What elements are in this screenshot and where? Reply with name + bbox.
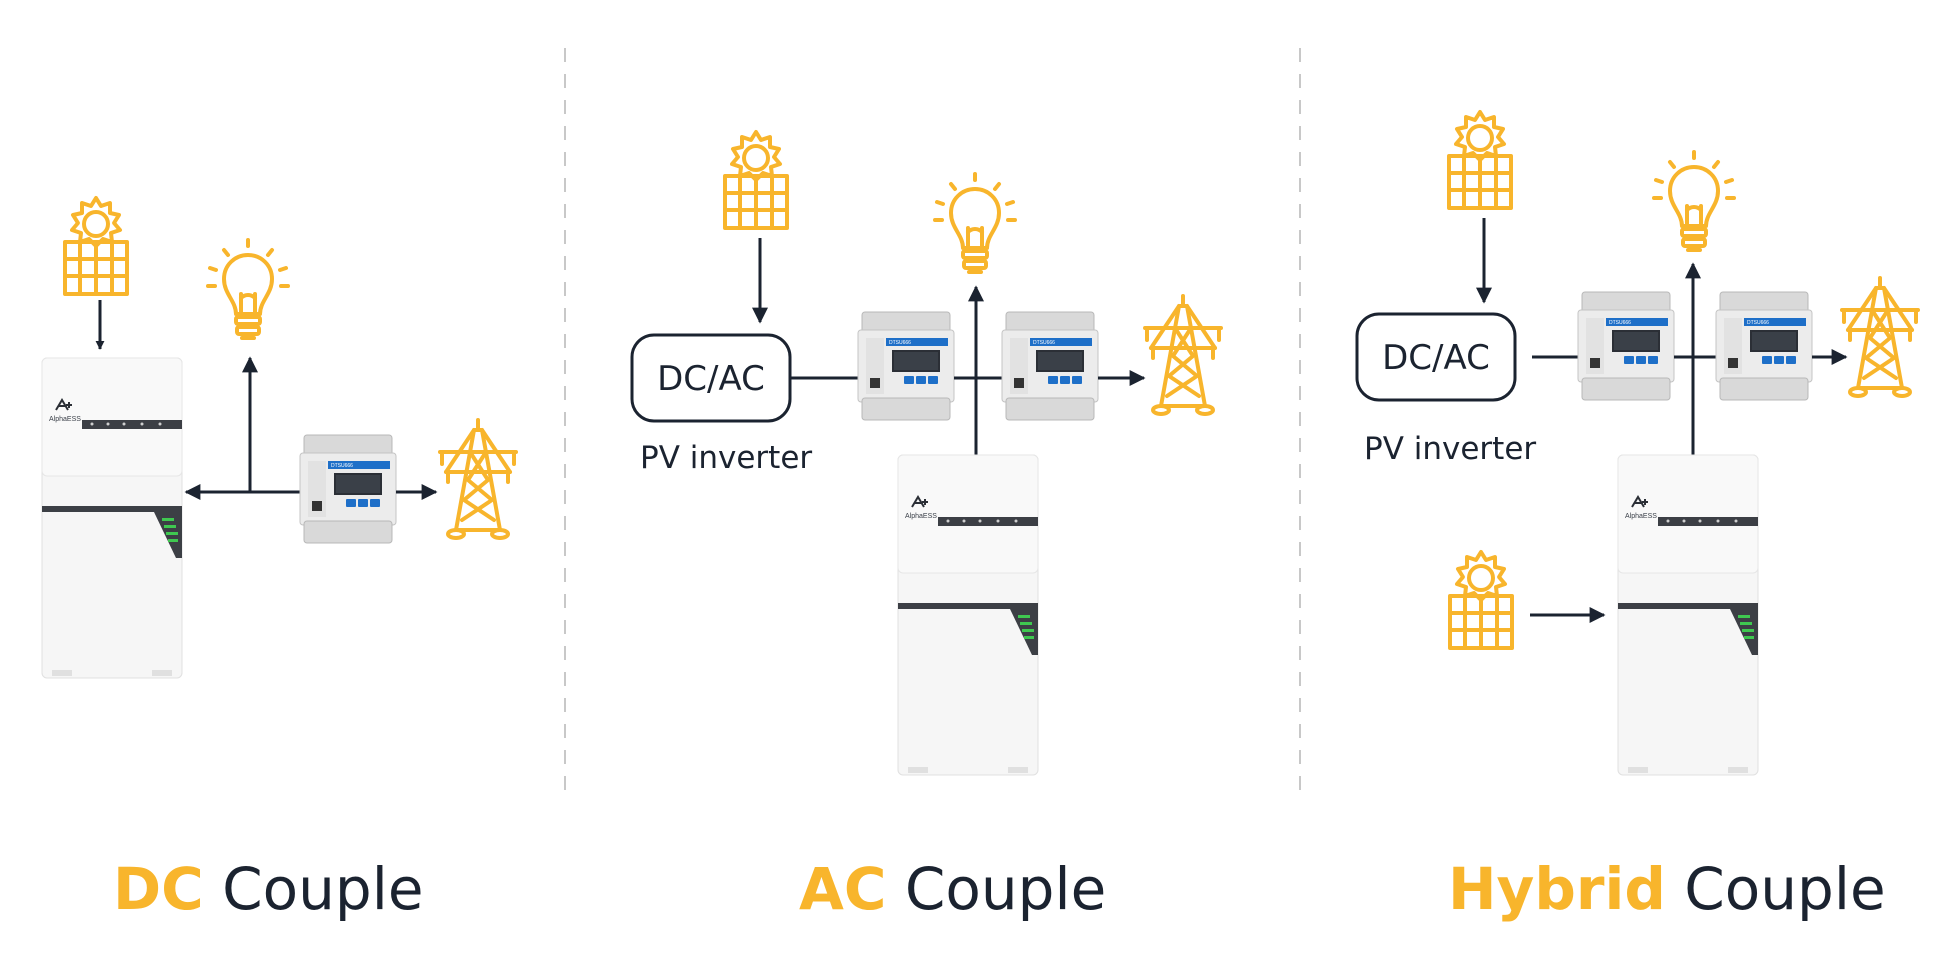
pylon-icon [438,418,518,540]
pv-inverter-label: PV inverter [1364,431,1536,467]
battery-icon [1617,454,1759,776]
battery-icon [41,357,183,679]
panel-hybrid-couple: DC/AC PV inverter Hybrid Couple [1355,110,1920,923]
panel-title: Hybrid Couple [1448,855,1886,923]
solar-panel-icon [1447,110,1513,210]
panel-title: DC Couple [113,855,424,923]
energy-meter-icon [1715,291,1813,401]
inverter-label: DC/AC [657,359,765,399]
pylon-icon [1840,276,1920,398]
light-bulb-icon [206,238,290,340]
light-bulb-icon [1652,150,1736,252]
solar-panel-icon [723,130,789,230]
pylon-icon [1143,294,1223,416]
panel-title: AC Couple [799,855,1106,923]
light-bulb-icon [933,172,1017,274]
inverter-label: DC/AC [1382,338,1490,378]
solar-panel-icon [1448,550,1514,650]
solar-panel-icon [63,196,129,296]
panel-ac-couple: DC/AC PV inverter AC Couple [630,130,1223,923]
energy-meter-icon [1001,311,1099,421]
inverter-box [1355,312,1517,402]
pv-inverter-label: PV inverter [640,440,812,476]
energy-meter-icon [1577,291,1675,401]
energy-meter-icon [299,434,397,544]
battery-icon [897,454,1039,776]
panel-dc-couple: DC Couple [41,196,518,923]
energy-meter-icon [857,311,955,421]
